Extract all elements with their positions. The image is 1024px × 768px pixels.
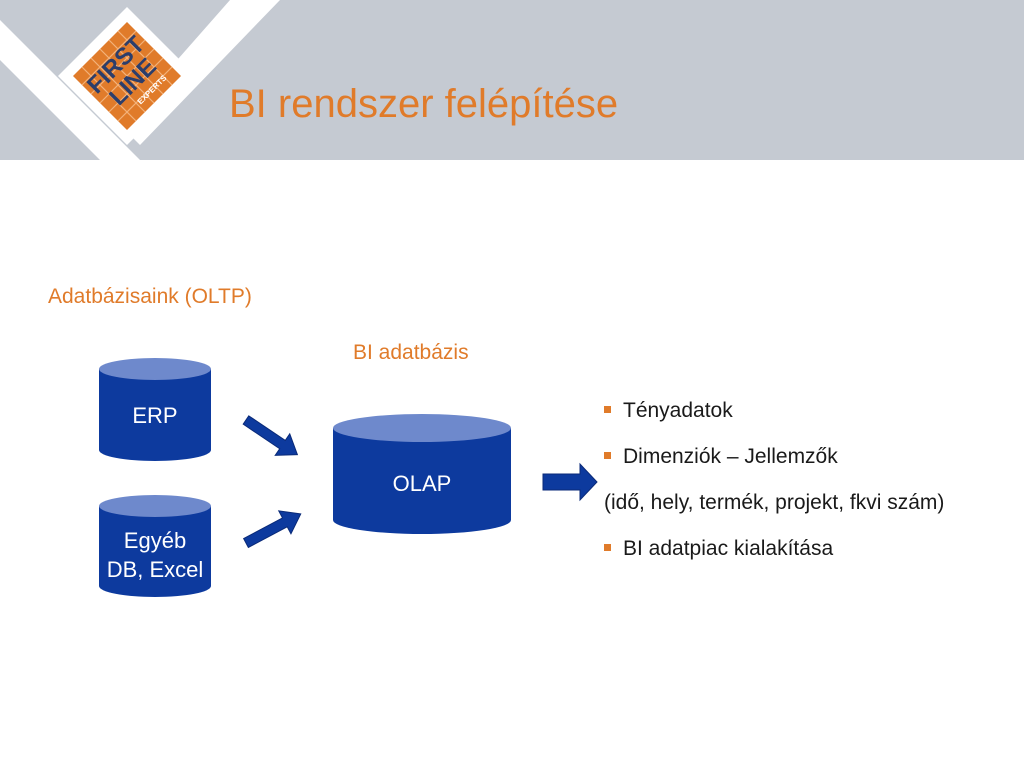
list-item-facts: Tényadatok — [604, 396, 944, 442]
other-database-cylinder — [99, 495, 211, 597]
output-list: Tényadatok Dimenziók – Jellemzők (idő, h… — [604, 396, 944, 580]
bullet-square-icon — [604, 451, 611, 459]
bi-database-label: BI adatbázis — [353, 341, 469, 364]
arrow-olap-to-outputs — [542, 462, 598, 502]
list-item-dimensions-detail: (idő, hely, termék, projekt, fkvi szám) — [604, 488, 944, 534]
other-db-label-line2: DB, Excel — [106, 557, 204, 582]
list-item-label: Dimenziók – Jellemzők — [623, 445, 838, 468]
list-item-datamart: BI adatpiac kialakítása — [604, 534, 944, 580]
olap-database-cylinder — [333, 414, 511, 534]
olap-label: OLAP — [392, 471, 452, 496]
list-item-detail: (idő, hely, termék, projekt, fkvi szám) — [604, 491, 945, 514]
arrow-erp-to-olap — [242, 415, 299, 456]
erp-database-cylinder — [99, 358, 211, 461]
page-title: BI rendszer felépítése — [229, 82, 619, 126]
bullet-square-icon — [604, 405, 611, 413]
list-item-dimensions: Dimenziók – Jellemzők — [604, 442, 944, 488]
bullet-square-icon — [604, 543, 611, 551]
list-item-label: Tényadatok — [623, 399, 733, 422]
list-item-label: BI adatpiac kialakítása — [623, 537, 834, 560]
other-db-label-line1: Egyéb — [123, 528, 187, 553]
arrow-other-to-olap — [242, 510, 302, 549]
erp-label: ERP — [132, 403, 178, 428]
firstline-logo: FIRST LINE EXPERTS — [0, 0, 280, 160]
oltp-label: Adatbázisaink (OLTP) — [48, 285, 252, 308]
